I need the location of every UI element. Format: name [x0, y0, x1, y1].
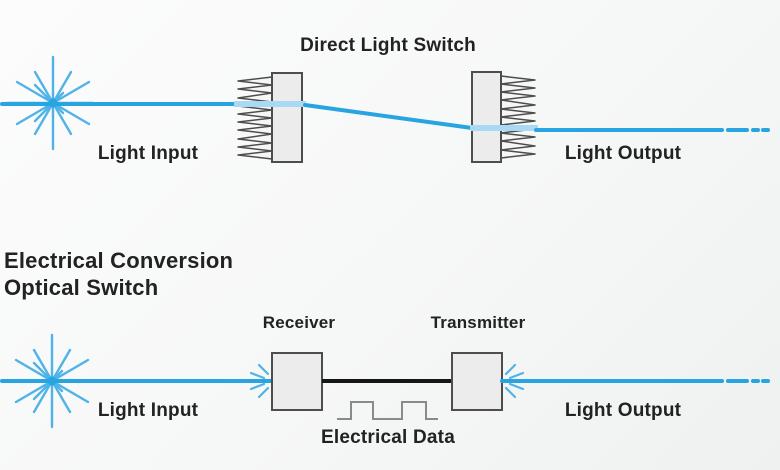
electrical-data-label: Electrical Data: [321, 427, 455, 448]
transmitter-box: [451, 352, 503, 411]
diagram-title-electrical: Electrical Conversion Optical Switch: [4, 247, 233, 301]
light-input-label: Light Input: [97, 400, 199, 421]
direct-light-switch-figure: [0, 55, 770, 163]
comb-teeth: [237, 76, 273, 160]
receiver-label: Receiver: [262, 313, 336, 332]
deflected-light-beam: [303, 103, 474, 130]
mirror-body: [271, 72, 303, 163]
title-line-2: Optical Switch: [4, 275, 159, 300]
light-burst-icon: [504, 363, 525, 399]
light-input-label: Light Input: [97, 143, 199, 164]
light-output-label: Light Output: [564, 143, 682, 164]
transmitter-label: Transmitter: [430, 313, 526, 332]
mems-mirror-comb-right: [471, 71, 536, 163]
title-line-1: Electrical Conversion: [4, 248, 234, 273]
mems-mirror-comb-left: [237, 72, 303, 163]
square-wave-signal: [337, 401, 438, 420]
diagram-title-direct: Direct Light Switch: [300, 35, 476, 56]
light-output-label: Light Output: [564, 400, 682, 421]
receiver-box: [271, 352, 323, 411]
electrical-conversion-switch-figure: [0, 333, 770, 429]
light-burst-icon: [249, 363, 270, 399]
comb-teeth: [500, 75, 536, 159]
mirror-body: [471, 71, 502, 163]
